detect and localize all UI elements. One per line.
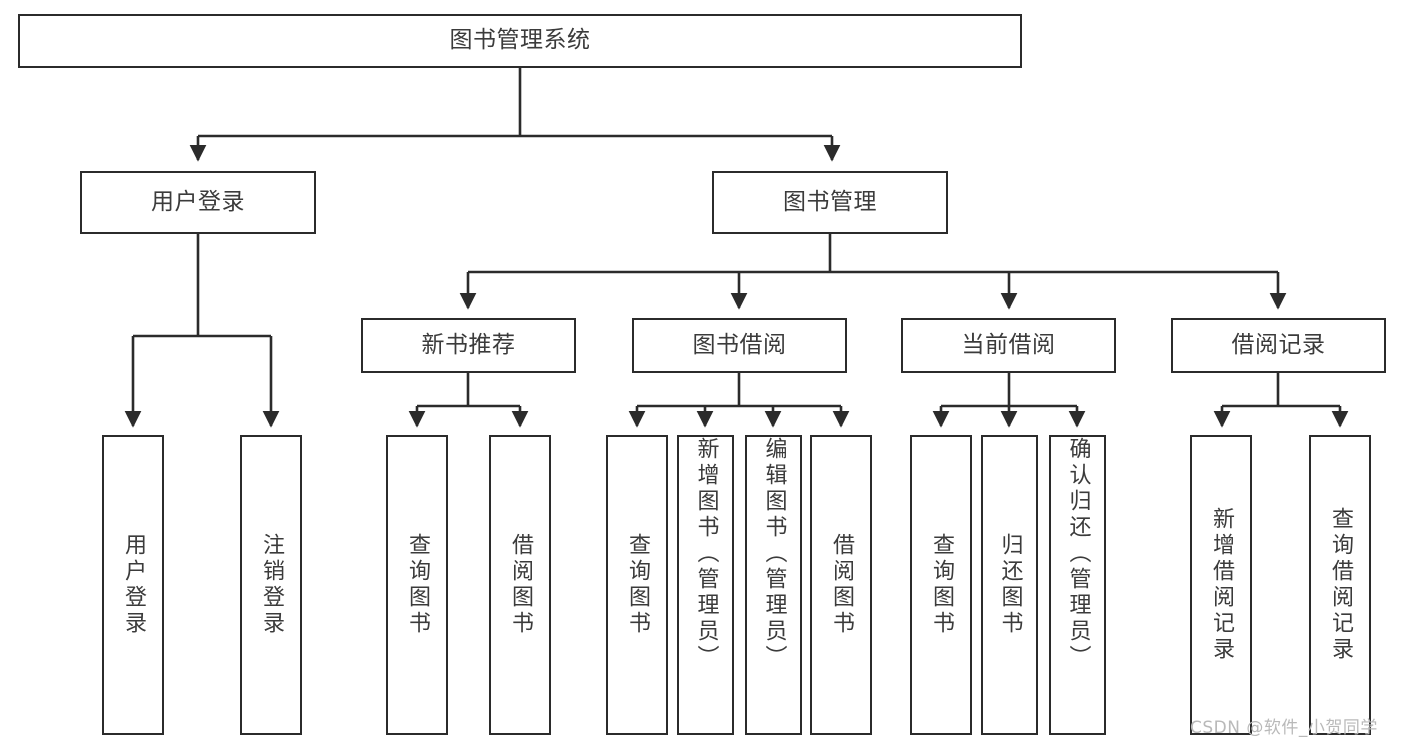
node-leaf-return-book-label: 归还图书 [997,533,1023,637]
node-leaf-user-login[interactable]: 用户登录 [102,435,164,735]
node-leaf-query-book-2[interactable]: 查询图书 [606,435,668,735]
node-leaf-edit-book-label: 编辑图书（管理员） [761,437,787,671]
node-leaf-query-book-1-label: 查询图书 [404,533,430,637]
node-book-manage-label: 图书管理 [783,188,877,215]
node-borrow-record-label: 借阅记录 [1231,331,1326,358]
node-book-manage[interactable]: 图书管理 [712,171,948,234]
node-leaf-add-record-label: 新增借阅记录 [1208,507,1234,663]
node-root-label: 图书管理系统 [449,27,591,54]
node-book-borrow-label: 图书借阅 [692,331,787,358]
csdn-watermark: CSDN @软件_小贺同学 [1190,718,1378,738]
node-leaf-query-record[interactable]: 查询借阅记录 [1309,435,1371,735]
node-root[interactable]: 图书管理系统 [18,14,1022,68]
node-user-login[interactable]: 用户登录 [80,171,316,234]
node-leaf-borrow-book-2[interactable]: 借阅图书 [810,435,872,735]
node-leaf-query-book-2-label: 查询图书 [624,533,650,637]
node-leaf-add-book-label: 新增图书（管理员） [693,437,719,671]
node-leaf-user-login-label: 用户登录 [120,533,146,637]
node-new-book-recommend-label: 新书推荐 [421,331,516,358]
node-leaf-add-record[interactable]: 新增借阅记录 [1190,435,1252,735]
node-leaf-query-book-3[interactable]: 查询图书 [910,435,972,735]
node-current-borrow[interactable]: 当前借阅 [901,318,1116,373]
node-leaf-return-book[interactable]: 归还图书 [981,435,1038,735]
node-leaf-confirm-return-label: 确认归还（管理员） [1065,437,1091,671]
node-book-borrow[interactable]: 图书借阅 [632,318,847,373]
node-user-login-label: 用户登录 [151,188,245,215]
node-leaf-user-logout[interactable]: 注销登录 [240,435,302,735]
node-leaf-edit-book[interactable]: 编辑图书（管理员） [745,435,802,735]
node-leaf-add-book[interactable]: 新增图书（管理员） [677,435,734,735]
node-leaf-borrow-book-1[interactable]: 借阅图书 [489,435,551,735]
node-leaf-borrow-book-2-label: 借阅图书 [828,533,854,637]
node-leaf-query-book-1[interactable]: 查询图书 [386,435,448,735]
node-leaf-query-record-label: 查询借阅记录 [1327,507,1353,663]
node-leaf-confirm-return[interactable]: 确认归还（管理员） [1049,435,1106,735]
node-leaf-user-logout-label: 注销登录 [258,533,284,637]
node-new-book-recommend[interactable]: 新书推荐 [361,318,576,373]
node-leaf-query-book-3-label: 查询图书 [928,533,954,637]
node-current-borrow-label: 当前借阅 [961,331,1056,358]
node-borrow-record[interactable]: 借阅记录 [1171,318,1386,373]
node-leaf-borrow-book-1-label: 借阅图书 [507,533,533,637]
